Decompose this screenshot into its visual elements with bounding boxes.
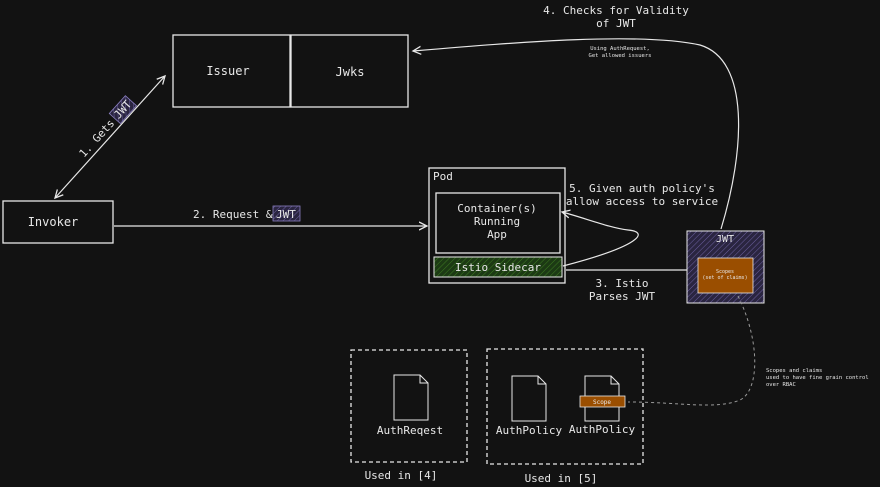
step4-line-1: 4. Checks for Validity xyxy=(543,4,689,17)
pod-label: Pod xyxy=(433,170,453,183)
step1-jwt-tag xyxy=(108,95,138,125)
jwt-box: JWT Scopes (set of claims) xyxy=(686,230,765,304)
step1-label: 1. Gets JWT xyxy=(77,95,138,160)
arrow-check-validity xyxy=(413,38,740,230)
step3-line-1: 3. Istio xyxy=(596,277,649,290)
auth-request-file-icon xyxy=(393,374,429,421)
scopes-line-2: (set of claims) xyxy=(702,275,747,281)
issuer-label: Issuer xyxy=(206,64,249,78)
step4-line-2: of JWT xyxy=(596,17,636,30)
arrow-allow-access xyxy=(562,212,639,267)
claims-note-3: over RBAC xyxy=(766,382,796,388)
scopes-line-1: Scopes xyxy=(716,269,734,275)
step2-text: 2. Request & xyxy=(193,208,273,221)
step5-line-2: allow access to service xyxy=(566,195,718,208)
pod-box: Pod Container(s) Running App Istio Sidec… xyxy=(428,167,566,284)
step3-line-2: Parses JWT xyxy=(589,290,656,303)
container-box xyxy=(435,192,561,254)
scope-tag xyxy=(579,395,626,408)
arrow-gets-jwt xyxy=(55,76,165,198)
container-line-1: Container(s) xyxy=(457,202,536,215)
step5-line-1: 5. Given auth policy's xyxy=(569,182,715,195)
step1-text: 1. Gets xyxy=(77,117,118,160)
used-in-4-label: Used in [4] xyxy=(365,469,438,482)
step4-note-1: Using AuthRequest, xyxy=(590,46,650,52)
used-in-5-label: Used in [5] xyxy=(525,472,598,485)
container-line-3: App xyxy=(487,228,507,241)
invoker-label: Invoker xyxy=(28,215,79,229)
step2-tag-text: JWT xyxy=(276,208,296,221)
auth-policy-label-1: AuthPolicy xyxy=(496,424,563,437)
istio-sidecar-label: Istio Sidecar xyxy=(455,261,541,274)
scopes-box xyxy=(697,257,754,294)
jwks-label: Jwks xyxy=(336,65,365,79)
claims-note-1: Scopes and claims xyxy=(766,368,822,374)
istio-sidecar-box xyxy=(433,256,563,278)
auth-policy-label-2: AuthPolicy xyxy=(569,423,636,436)
jwt-label: JWT xyxy=(716,234,734,245)
invoker-box: Invoker xyxy=(2,200,114,244)
group-used-in-5: AuthPolicy Scope AuthPolicy Used in [5] xyxy=(486,348,644,485)
container-line-2: Running xyxy=(474,215,520,228)
scope-tag-text: Scope xyxy=(593,399,611,406)
scope-connector xyxy=(627,295,756,406)
auth-policy-file-icon-1 xyxy=(511,375,547,422)
jwks-box: Jwks xyxy=(290,34,409,108)
auth-request-label: AuthReqest xyxy=(377,424,443,437)
step2-jwt-tag xyxy=(272,205,301,222)
issuer-box: Issuer xyxy=(172,34,291,108)
group-used-in-4: AuthReqest Used in [4] xyxy=(350,349,468,482)
claims-note-2: used to have fine grain control xyxy=(766,375,869,381)
step4-note-2: Get allowed issuers xyxy=(589,53,652,59)
